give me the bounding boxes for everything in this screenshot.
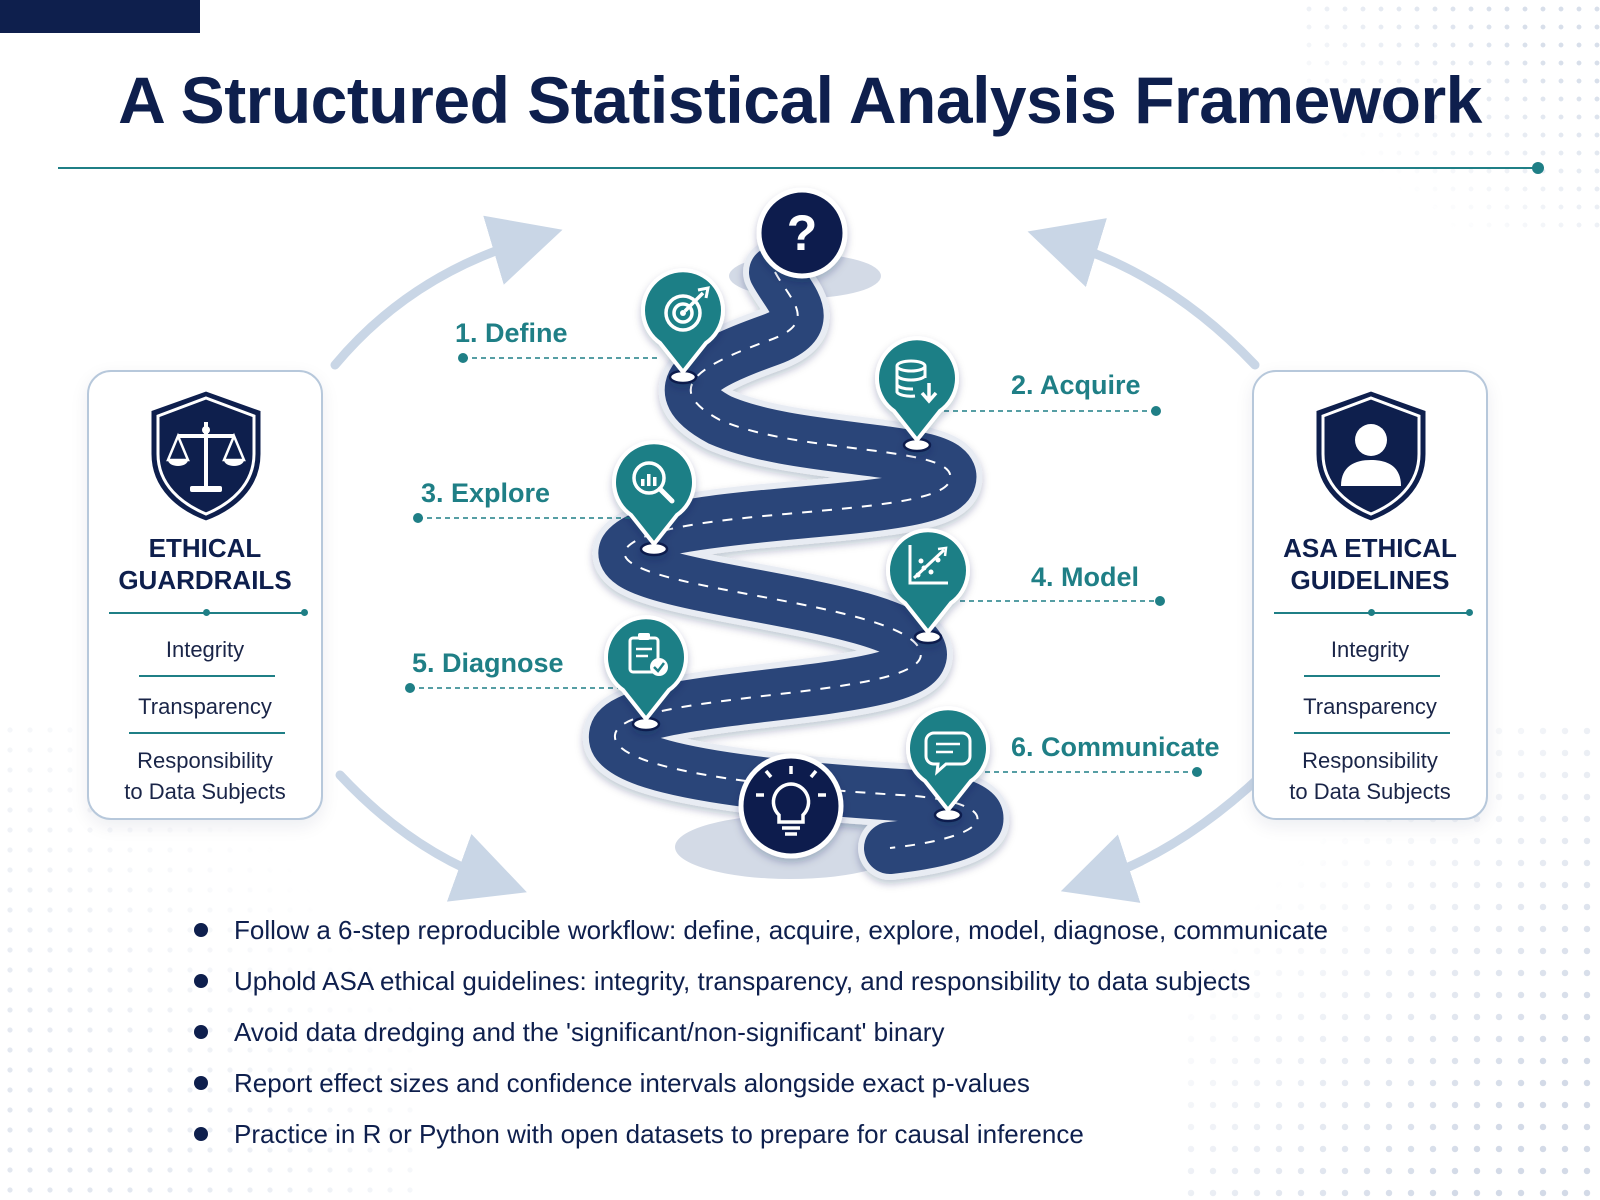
cycle-arrow-top-left (330, 215, 563, 370)
list-item: Avoid data dredging and the 'significant… (190, 1017, 1328, 1068)
list-item: Uphold ASA ethical guidelines: integrity… (190, 966, 1328, 1017)
svg-text:?: ? (787, 205, 818, 261)
step-4-label: 4. Model (1031, 562, 1139, 592)
title-underline (58, 167, 1538, 169)
bullet-dot-icon (194, 1025, 208, 1039)
database-download-icon (875, 336, 959, 453)
list-item: Report effect sizes and confidence inter… (190, 1068, 1328, 1119)
panel-item-responsibility: Responsibility to Data Subjects (1289, 748, 1451, 804)
asa-ethical-guidelines-panel: ASA ETHICAL GUIDELINES Integrity Transpa… (1252, 370, 1488, 820)
list-item: Follow a 6-step reproducible workflow: d… (190, 915, 1328, 966)
bullet-dot-icon (194, 923, 208, 937)
panel-item-responsibility: Responsibility to Data Subjects (124, 748, 286, 804)
list-item: Practice in R or Python with open datase… (190, 1119, 1328, 1170)
step-1-label: 1. Define (455, 318, 568, 348)
step-4-label-group: 4. Model (960, 562, 1165, 606)
step-6-label: 6. Communicate (1011, 732, 1220, 762)
person-shield-icon (1313, 388, 1429, 524)
chat-bubble-icon (906, 706, 990, 823)
cycle-arrow-bottom-right (1060, 770, 1267, 903)
page-title: A Structured Statistical Analysis Framew… (118, 63, 1482, 137)
title-underline-dot (1532, 162, 1544, 174)
bullet-dot-icon (194, 974, 208, 988)
bullet-dot-icon (194, 1076, 208, 1090)
clipboard-check-icon (604, 615, 688, 732)
dot-pattern-top-right (1300, 0, 1600, 230)
panel-title: ETHICAL GUARDRAILS (118, 533, 292, 595)
panel-item-transparency: Transparency (1303, 694, 1437, 719)
target-icon (641, 268, 725, 385)
step-5-label-group: 5. Diagnose (405, 648, 620, 693)
bullet-dot-icon (194, 1127, 208, 1141)
panel-item-integrity: Integrity (1330, 637, 1410, 662)
panel-item-integrity: Integrity (165, 637, 245, 662)
magnifier-chart-icon (612, 440, 696, 557)
scales-shield-icon (148, 388, 264, 524)
step-2-label-group: 2. Acquire (935, 370, 1161, 416)
ethical-guardrails-panel: ETHICAL GUARDRAILS Integrity Transparenc… (87, 370, 323, 820)
key-points-list: Follow a 6-step reproducible workflow: d… (190, 915, 1328, 1170)
step-2-label: 2. Acquire (1011, 370, 1141, 400)
question-mark-icon: ? (756, 187, 848, 279)
corner-accent-bar (0, 0, 200, 33)
step-1-label-group: 1. Define (455, 318, 660, 363)
scatter-trend-icon (886, 528, 970, 645)
step-3-label-group: 3. Explore (413, 478, 642, 523)
panel-item-transparency: Transparency (138, 694, 272, 719)
cycle-arrow-top-right (1027, 218, 1260, 370)
cycle-arrow-bottom-left (335, 770, 527, 902)
step-5-label: 5. Diagnose (412, 648, 564, 678)
lightbulb-icon (738, 753, 844, 859)
step-6-label-group: 6. Communicate (985, 732, 1220, 777)
panel-title: ASA ETHICAL GUIDELINES (1283, 533, 1457, 595)
step-3-label: 3. Explore (421, 478, 550, 508)
